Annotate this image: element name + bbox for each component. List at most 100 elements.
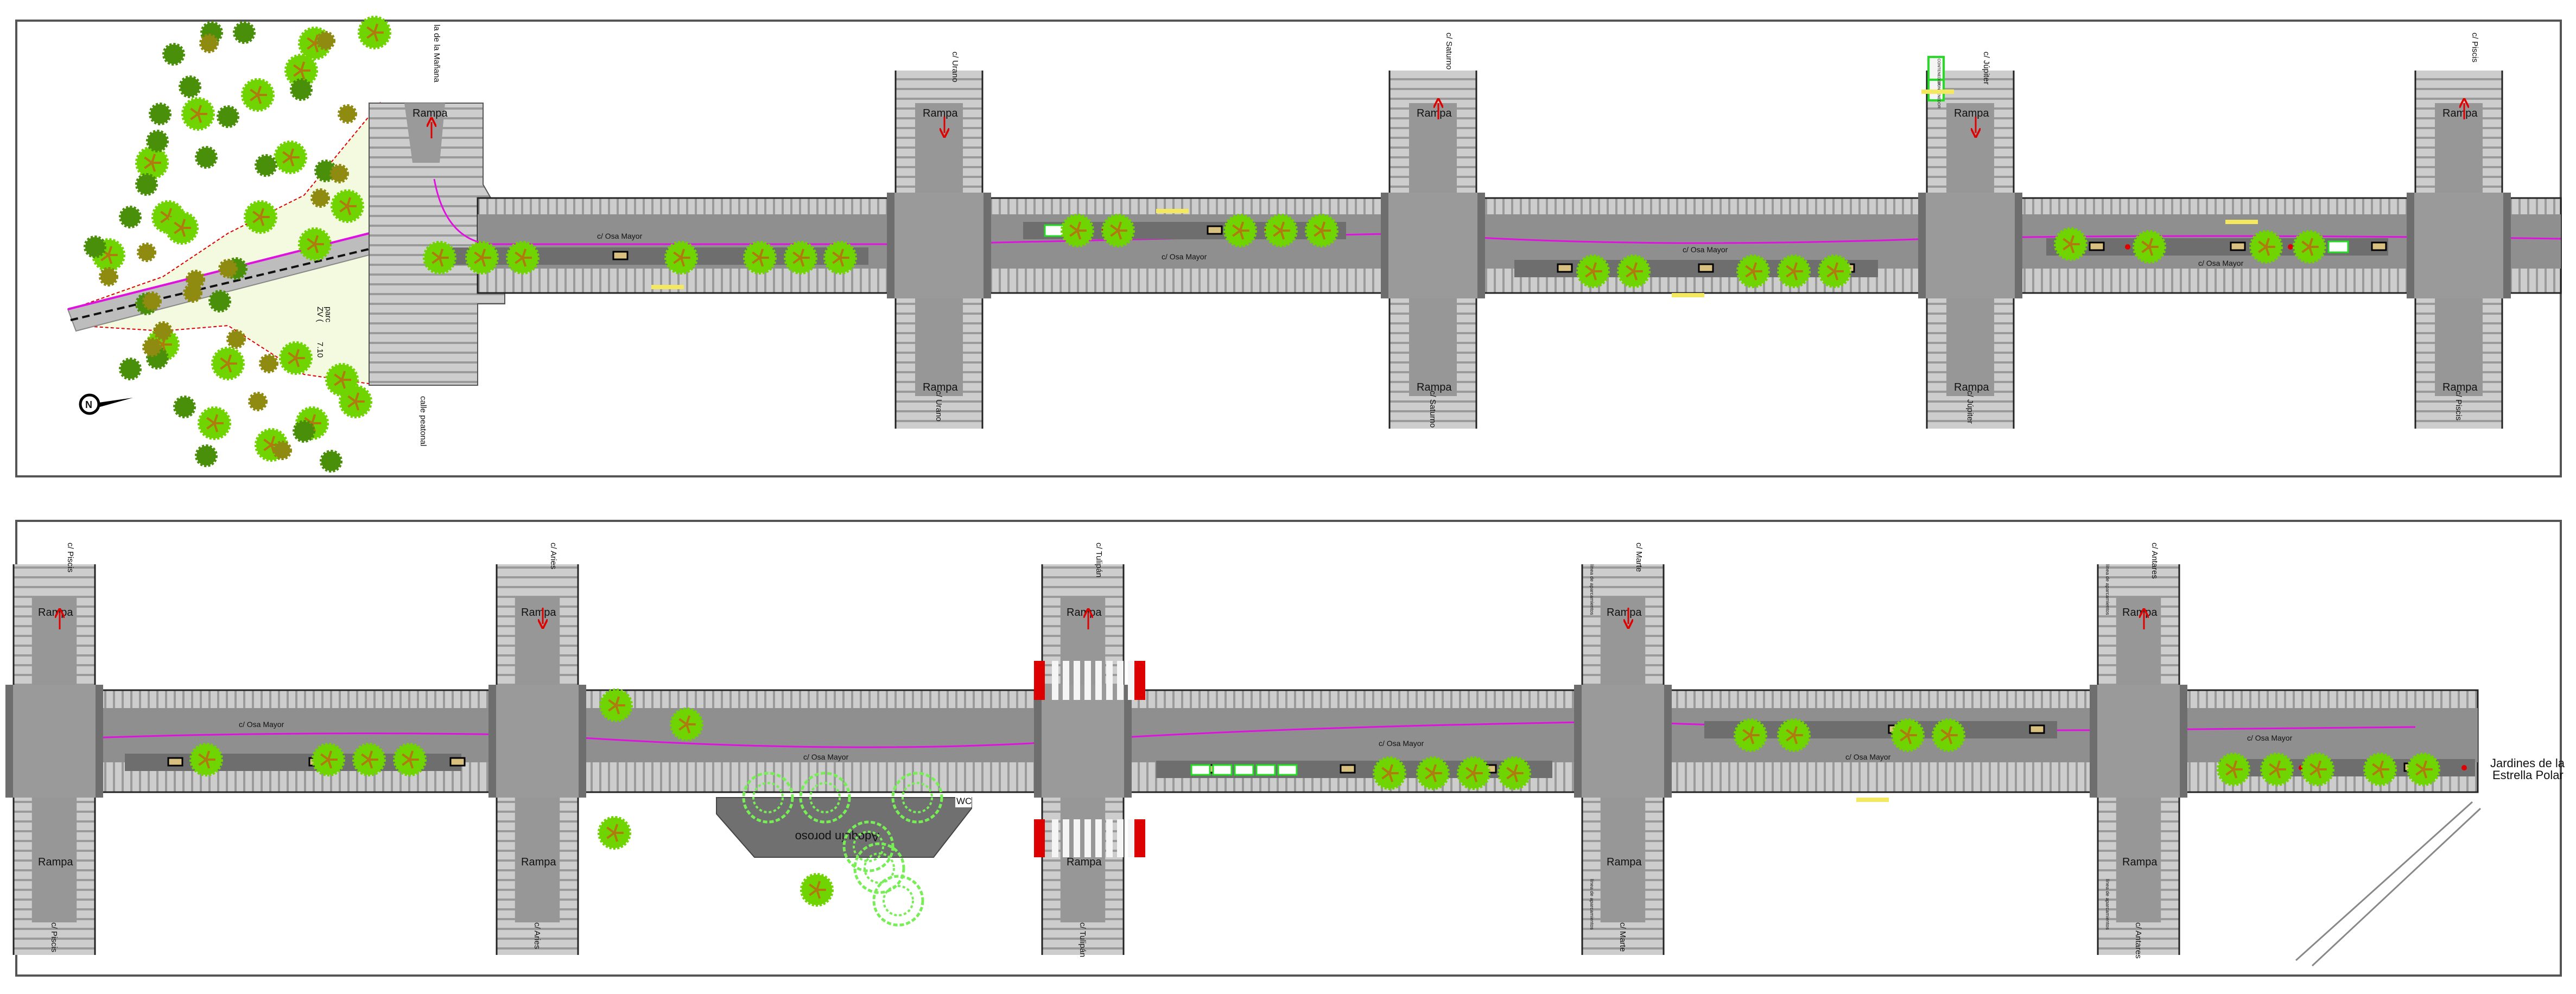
tree-branch xyxy=(1465,767,1475,774)
street-label: c/ Júpiter xyxy=(1965,391,1975,424)
tree-icon xyxy=(599,689,633,722)
tree-icon xyxy=(2260,753,2294,786)
tree-canopy xyxy=(173,396,196,418)
street-label: c/ Aries xyxy=(532,922,542,949)
parking-line-label: línea de aparcamientos xyxy=(1589,879,1595,930)
tree-branch xyxy=(481,248,486,258)
tree-icon xyxy=(274,141,307,174)
curb-strip xyxy=(1918,193,1926,298)
tree-branch xyxy=(606,826,616,834)
container-icon xyxy=(1277,764,1298,776)
tree-branch xyxy=(213,414,219,424)
tree-branch xyxy=(1076,221,1082,231)
tree-canopy xyxy=(742,772,794,824)
tree-branch xyxy=(1239,221,1245,231)
ramp-label: Rampa xyxy=(2122,607,2158,619)
tree-branch xyxy=(1239,230,1245,240)
tree-branch xyxy=(800,257,805,267)
tree-branch xyxy=(759,248,764,258)
tree-icon xyxy=(1373,756,1406,790)
tree-icon xyxy=(1617,254,1651,288)
tree-branch xyxy=(839,257,845,267)
tree-canopy xyxy=(233,21,256,44)
tree-branch xyxy=(2258,246,2267,253)
tree-canopy xyxy=(146,130,169,152)
tree-branch xyxy=(346,197,352,207)
tree-branch xyxy=(2317,769,2322,779)
tree-branch xyxy=(341,371,346,380)
tree-canopy xyxy=(842,820,894,872)
tree-icon xyxy=(183,283,202,303)
main-street-label: c/ Osa Mayor xyxy=(2198,259,2244,267)
tree-branch xyxy=(752,257,761,264)
tree-icon xyxy=(199,34,219,53)
tree-branch xyxy=(1117,230,1122,240)
tree-branch xyxy=(151,162,156,172)
tree-branch xyxy=(1900,729,1909,736)
tree-branch xyxy=(320,759,329,766)
tree-branch xyxy=(1786,270,1795,278)
crosswalk-stripe xyxy=(1095,661,1102,700)
tree-branch xyxy=(270,436,276,445)
tree-branch xyxy=(409,750,414,760)
curb-strip xyxy=(2180,685,2187,798)
tree-branch xyxy=(2301,246,2311,253)
tree-branch xyxy=(1833,262,1839,272)
curb-strip xyxy=(2015,193,2022,298)
tree-canopy xyxy=(338,104,357,124)
tree-icon xyxy=(743,241,777,275)
street-label: c/ Marte xyxy=(1618,922,1627,952)
bench-icon xyxy=(449,757,466,767)
tree-branch xyxy=(1793,262,1798,272)
tree-branch xyxy=(295,358,300,367)
tree-canopy xyxy=(255,154,277,177)
intersection-square xyxy=(887,193,991,298)
tree-icon xyxy=(598,816,631,850)
tree-branch xyxy=(300,70,306,80)
tree-branch xyxy=(252,216,262,224)
tree-branch xyxy=(282,156,291,164)
tree-icon xyxy=(189,743,223,776)
tree-branch xyxy=(293,69,302,77)
tree-branch xyxy=(220,362,229,370)
tree-branch xyxy=(1786,729,1795,736)
tree-branch xyxy=(1947,735,1953,744)
tree-branch xyxy=(307,238,316,245)
tree-icon xyxy=(84,235,106,258)
park-label: 7.10 xyxy=(315,342,325,358)
tree-branch xyxy=(250,88,259,96)
tree-canopy xyxy=(883,885,914,916)
crosswalk-stripe xyxy=(1052,819,1058,857)
tree-icon xyxy=(142,337,162,357)
tree-branch xyxy=(522,248,527,258)
yellow-marking xyxy=(1921,90,1954,94)
intersection-square xyxy=(2407,193,2511,298)
tree-canopy xyxy=(752,782,784,813)
tree-branch xyxy=(2372,763,2381,770)
tree-icon xyxy=(165,211,199,245)
tree-branch xyxy=(515,257,524,264)
tree-branch xyxy=(2070,235,2075,245)
tree-canopy xyxy=(119,358,142,380)
street-label: c/ Antares xyxy=(2150,543,2159,579)
tree-branch xyxy=(327,759,333,769)
crosswalk xyxy=(1034,661,1145,857)
tree-branch xyxy=(314,244,319,253)
tree-branch xyxy=(2232,760,2238,770)
tree-branch xyxy=(522,257,527,267)
tree-branch xyxy=(2269,768,2278,776)
tree-icon xyxy=(1734,718,1767,752)
tree-branch xyxy=(314,43,319,53)
yellow-marking xyxy=(1672,293,1704,297)
tree-branch xyxy=(2265,246,2270,256)
tree-branch xyxy=(800,248,805,258)
bench-icon xyxy=(2371,241,2387,251)
park-path-centerline xyxy=(70,238,413,321)
tree-branch xyxy=(320,753,329,761)
bench-icon xyxy=(612,251,629,260)
yellow-marking xyxy=(1156,209,1189,213)
street-label: c/ Tulipán xyxy=(1094,543,1103,577)
tree-branch xyxy=(2148,238,2154,247)
tree-branch xyxy=(615,705,620,715)
